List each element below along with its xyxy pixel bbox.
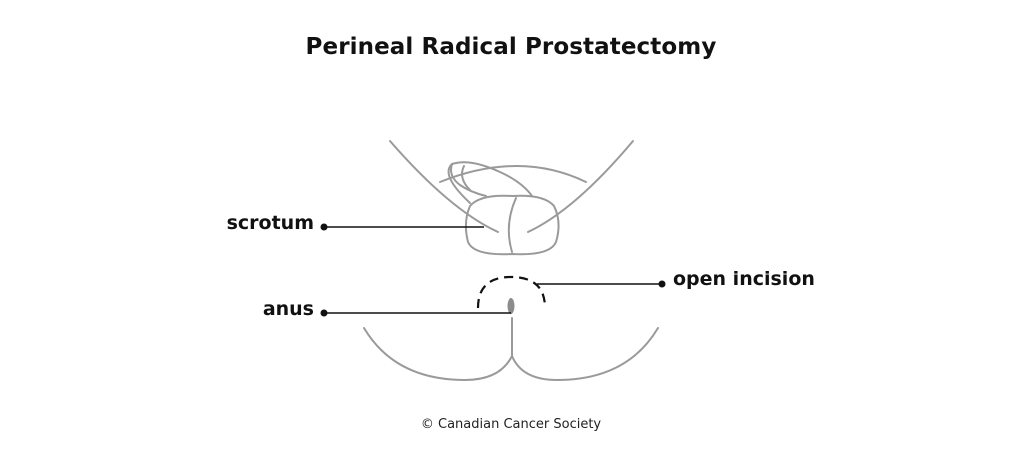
anus-leader-dot [320,309,328,317]
right-thigh-outline [527,140,634,233]
groin-crease [439,165,587,183]
penis-outline [447,161,533,204]
open-incision-label: open incision [673,268,815,290]
left-buttock-outline [363,327,513,381]
scrotum-leader-dot [320,223,328,231]
scrotum-label: scrotum [226,212,314,234]
scrotum-outline [464,194,560,256]
anus-mark [507,298,515,314]
right-buttock-outline [511,327,659,381]
diagram-title: Perineal Radical Prostatectomy [305,34,717,60]
copyright-credit: © Canadian Cancer Society [420,417,602,432]
left-thigh-outline [389,140,499,233]
anus-label: anus [262,298,314,320]
foreskin-line [461,165,471,191]
penis-tip [450,163,487,197]
incision-dashed-arc [476,275,547,309]
incision-leader-dot [658,280,666,288]
scrotum-septum [507,197,517,253]
